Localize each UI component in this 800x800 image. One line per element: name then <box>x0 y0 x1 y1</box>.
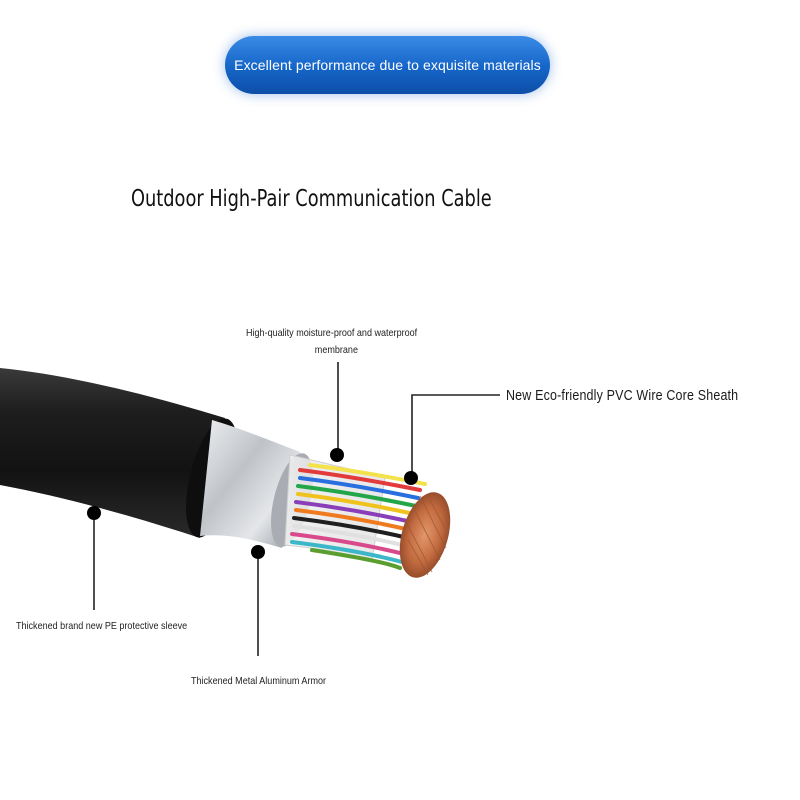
banner-text: Excellent performance due to exquisite m… <box>234 57 541 73</box>
leader-sheath <box>404 394 500 485</box>
callout-sleeve: Thickened brand new PE protective sleeve <box>16 620 188 632</box>
callout-membrane-line1: High-quality moisture-proof and waterpro… <box>246 327 418 339</box>
copper-texture <box>404 495 447 576</box>
leader-armor <box>251 545 265 656</box>
callout-membrane-line2: membrane <box>314 344 358 356</box>
callout-armor: Thickened Metal Aluminum Armor <box>191 675 327 687</box>
page-title: Outdoor High-Pair Communication Cable <box>131 186 492 212</box>
callout-membrane: High-quality moisture-proof and waterpro… <box>246 327 417 356</box>
callout-sheath: New Eco-friendly PVC Wire Core Sheath <box>506 388 739 404</box>
pe-jacket <box>0 368 225 538</box>
banner-pill: Excellent performance due to exquisite m… <box>225 36 550 94</box>
leader-sleeve <box>87 506 101 610</box>
wire-pairs <box>290 463 427 570</box>
leader-membrane <box>330 362 344 462</box>
